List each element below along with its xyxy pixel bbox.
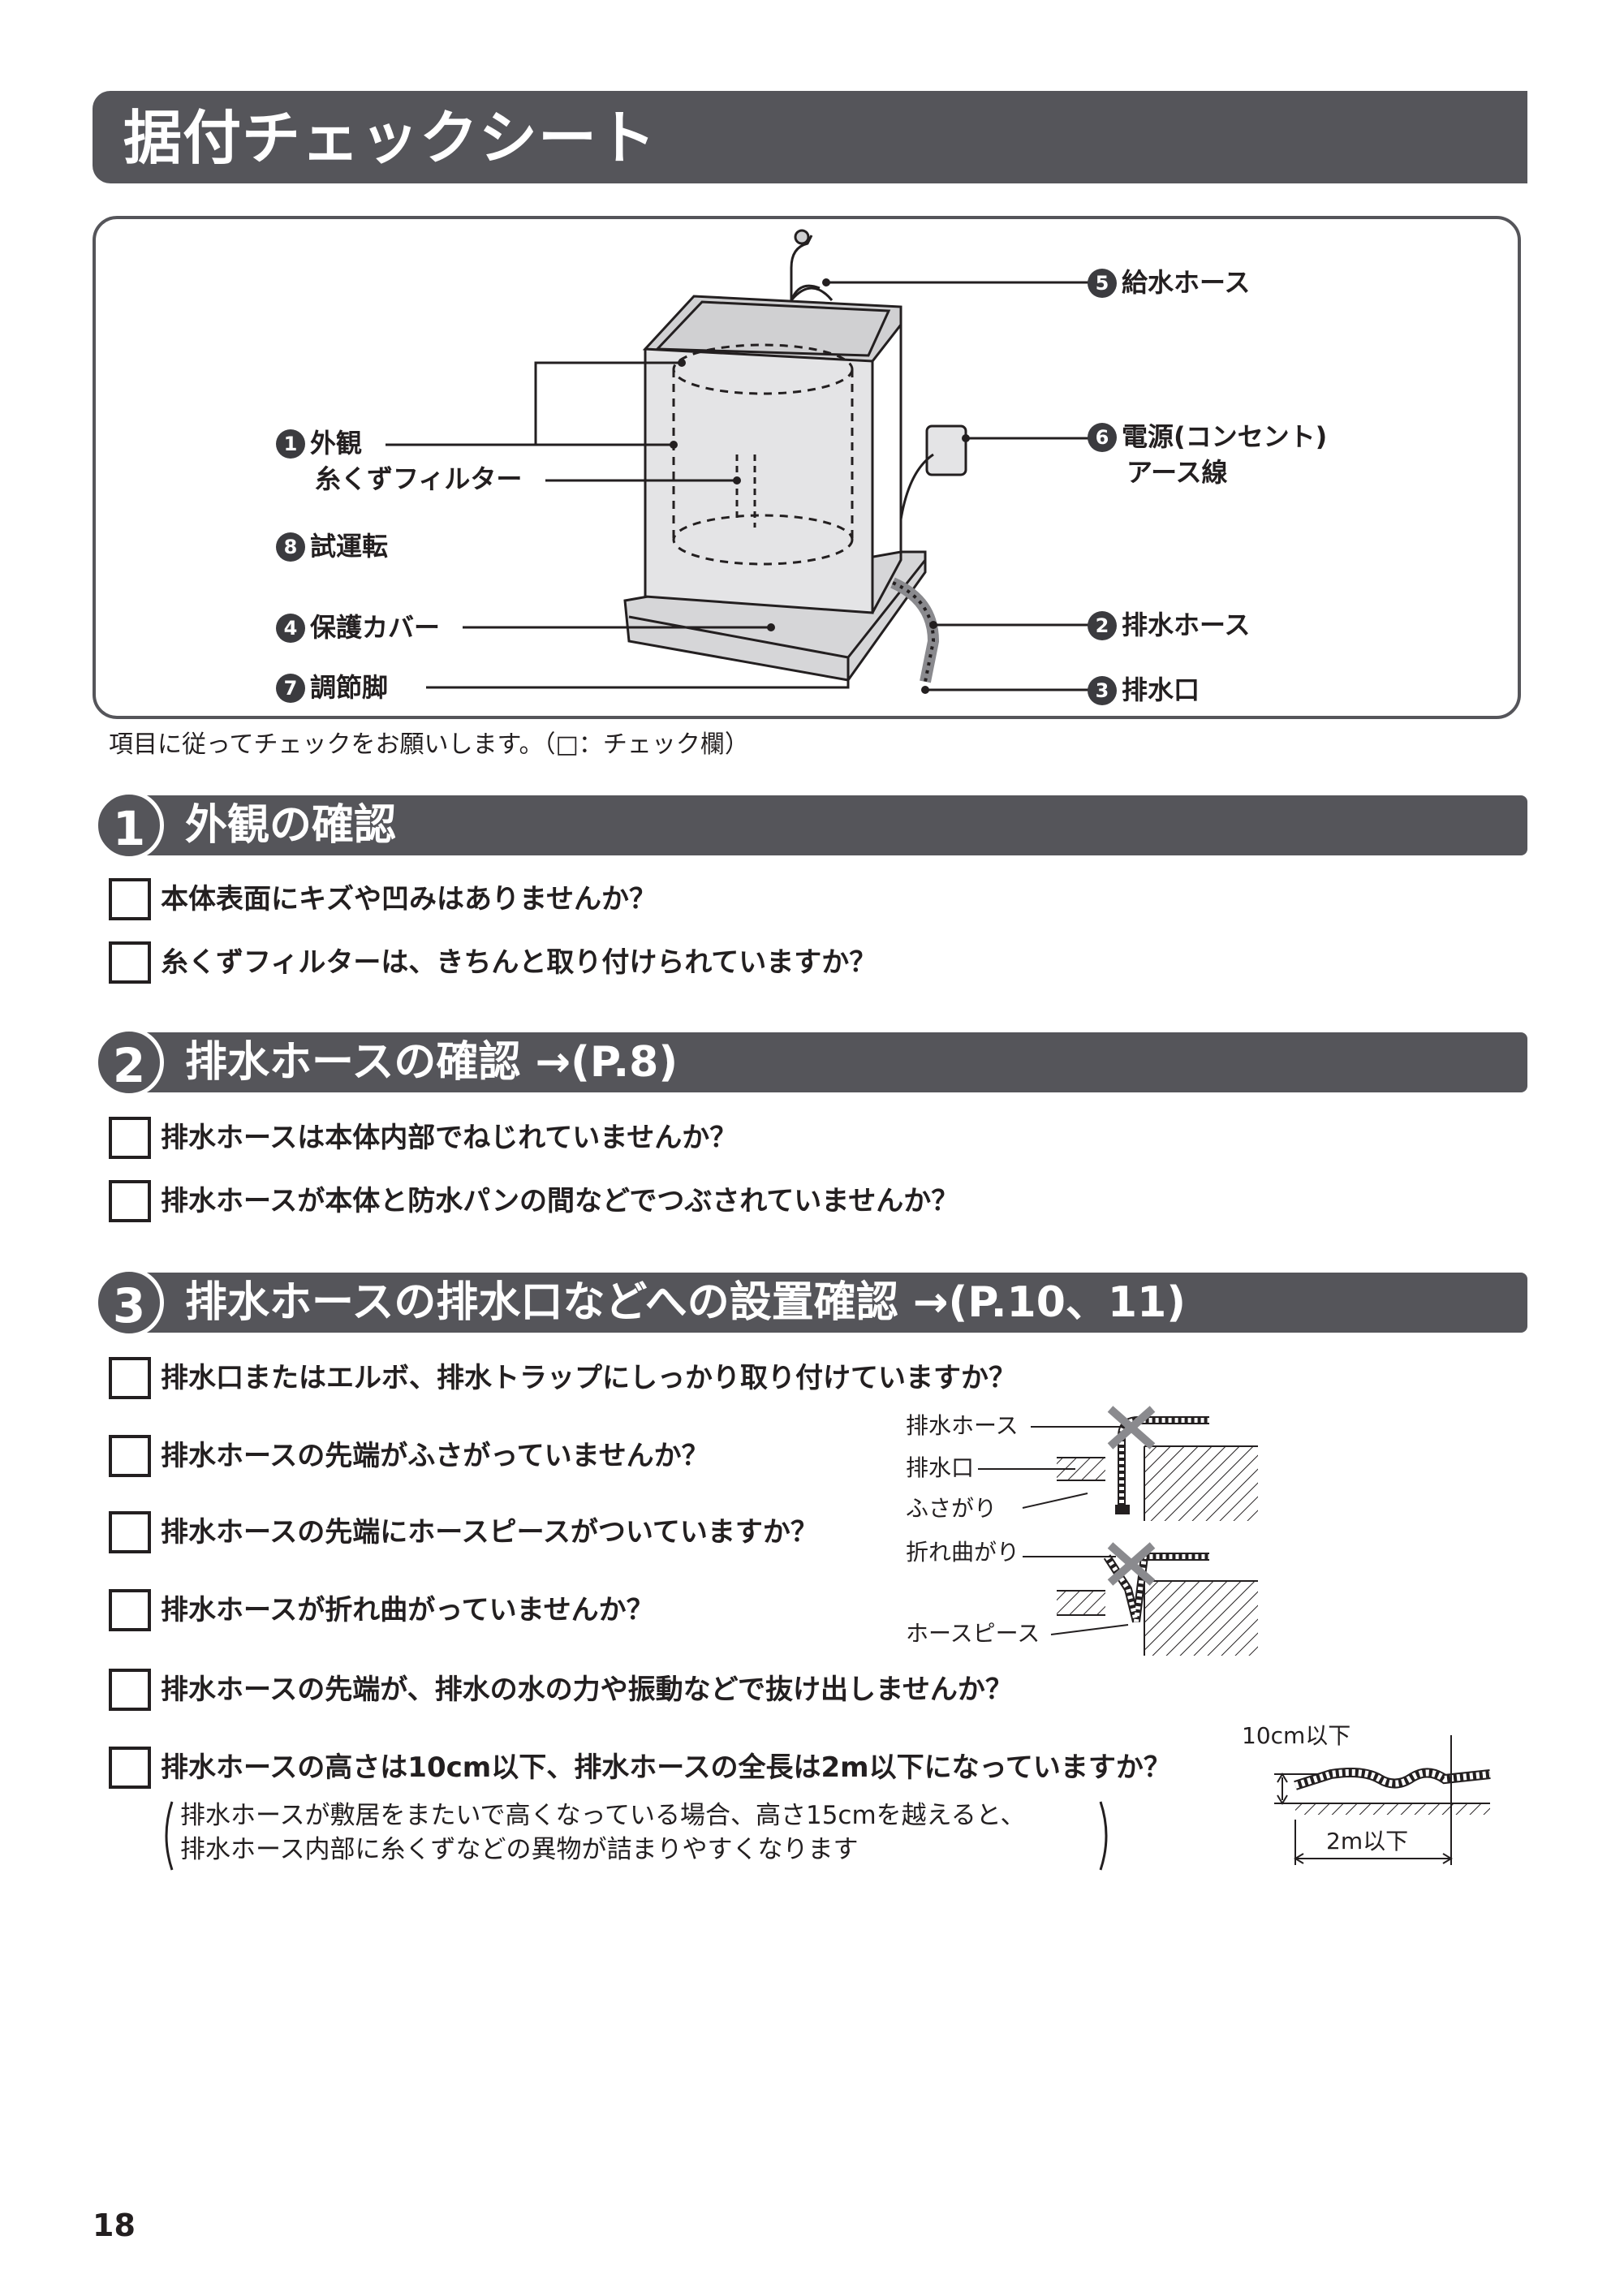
section-1-title: 外観の確認 [185, 801, 397, 850]
checkbox[interactable] [109, 1180, 151, 1222]
blocked-label-blocked: ふさがり [906, 1495, 997, 1522]
checkbox[interactable] [109, 1589, 151, 1631]
washing-machine-illustration [386, 229, 1092, 694]
checkbox[interactable] [109, 941, 151, 984]
length-label: 2m以下 [1326, 1828, 1409, 1854]
section-1-header [97, 795, 1527, 855]
page-title: 据付チェックシート [123, 104, 657, 172]
section-3-number: 3 [94, 1268, 164, 1338]
checkbox[interactable] [109, 1747, 151, 1789]
height-length-diagram [1274, 1735, 1491, 1865]
blocked-outlet-diagram [1057, 1406, 1258, 1521]
section-1-number: 1 [94, 790, 164, 860]
bent-leader-lines [1023, 1556, 1129, 1635]
note-line-2: 排水ホース内部に糸くずなどの異物が詰まりやすくなります [180, 1835, 859, 1864]
label-lint-filter: 糸くずフィルター [315, 463, 523, 494]
section-2-title: 排水ホースの確認 →(P.8) [185, 1038, 678, 1087]
installation-diagram-frame [93, 216, 1521, 719]
section-3-title: 排水ホースの排水口などへの設置確認 →(P.10、11) [185, 1278, 1187, 1327]
checkbox[interactable] [109, 1357, 151, 1399]
checkbox[interactable] [109, 1511, 151, 1553]
checkbox[interactable] [109, 1117, 151, 1159]
checkbox[interactable] [109, 878, 151, 920]
section-2-number: 2 [94, 1027, 164, 1097]
page-number: 18 [93, 2208, 136, 2243]
blocked-leader-lines [978, 1426, 1120, 1509]
section-3-header [97, 1273, 1527, 1333]
bent-label-hose-piece: ホースピース [906, 1620, 1040, 1647]
instruction-caption: 項目に従ってチェックをお願いします。（□：チェック欄） [109, 730, 749, 759]
note-line-1: 排水ホースが敷居をまたいで高くなっている場合、高さ15cmを越えると、 [180, 1801, 1026, 1830]
height-label: 10cm以下 [1242, 1722, 1351, 1749]
title-bar [93, 91, 1527, 183]
checkbox[interactable] [109, 1435, 151, 1477]
note-brackets [165, 1801, 1108, 1871]
label-ground-wire: アース線 [1126, 457, 1228, 488]
section-2-header [97, 1032, 1527, 1092]
checkbox[interactable] [109, 1669, 151, 1711]
bent-label-bent: 折れ曲がり [906, 1539, 1020, 1566]
blocked-label-outlet: 排水口 [906, 1454, 975, 1481]
blocked-label-hose: 排水ホース [906, 1412, 1019, 1439]
bent-hose-diagram [1057, 1542, 1258, 1656]
